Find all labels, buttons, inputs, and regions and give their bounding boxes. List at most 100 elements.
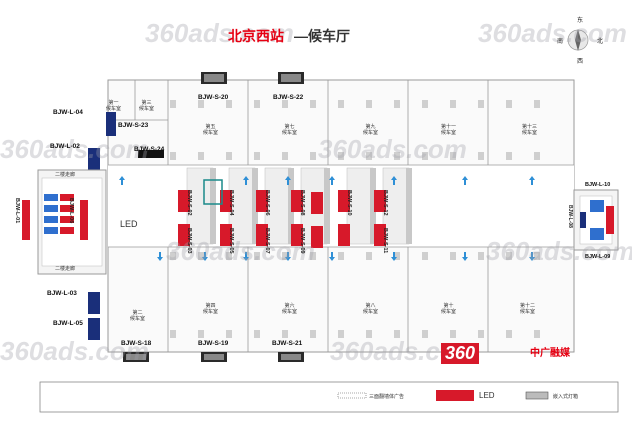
highlight-box: [203, 179, 223, 205]
page-subtitle: —候车厅: [294, 28, 350, 44]
lightbox-panel: [606, 206, 614, 234]
arrow-icon: [393, 252, 395, 257]
arrow-icon: [245, 252, 247, 257]
led-screen: [178, 224, 190, 246]
watermark: 360ads.com: [0, 336, 149, 366]
pillar: [478, 100, 484, 108]
led-screen: [338, 224, 350, 246]
room-label: 第三 候车室: [139, 100, 155, 112]
pillar: [394, 330, 400, 338]
arrow-icon: [331, 180, 333, 185]
pillar: [422, 152, 428, 160]
pillar: [338, 252, 344, 260]
lightbox-panel: [22, 200, 30, 240]
screen-label: BJW-S-03: [186, 228, 192, 254]
pillar: [282, 252, 288, 260]
pillar: [254, 252, 260, 260]
escalator: [44, 194, 58, 201]
screen-label: BJW-S-21: [272, 340, 303, 347]
lightbox-label: BJW-L-09: [585, 254, 611, 260]
arrow-icon: [159, 252, 161, 257]
pillar: [198, 252, 204, 260]
screen-inner: [281, 354, 301, 360]
pillar: [226, 330, 232, 338]
pillar: [198, 100, 204, 108]
pillar: [450, 152, 456, 160]
escalator: [590, 200, 604, 212]
screen-label: BJW-S-20: [198, 94, 229, 101]
pillar: [338, 152, 344, 160]
screen-label: BJW-S-08: [299, 190, 305, 216]
room-label: 第五 候车室: [203, 124, 219, 136]
led-screen: [291, 190, 303, 212]
screen-label: BJW-S-12: [382, 190, 388, 216]
arrow-icon: [243, 176, 249, 180]
brand-label: 中广融媒: [530, 348, 570, 359]
pillar: [198, 152, 204, 160]
arrow-icon: [243, 257, 249, 261]
escalator: [44, 227, 58, 234]
pillar: [450, 100, 456, 108]
compass-south: 西: [577, 59, 584, 65]
column-bay: [264, 167, 292, 245]
arrow-icon: [464, 180, 466, 185]
pillar: [450, 330, 456, 338]
arrow-icon: [331, 252, 333, 257]
escalator: [60, 216, 74, 223]
room-label: 第四 候车室: [203, 303, 219, 315]
arrow-icon: [529, 176, 535, 180]
screen-inner: [204, 74, 224, 82]
lightbox-panel: [88, 148, 100, 170]
lightbox-panel: [88, 292, 100, 314]
pillar: [534, 152, 540, 160]
legend-swatch-lightbox: [525, 391, 549, 400]
screen-inner: [281, 74, 301, 82]
pillar: [226, 100, 232, 108]
watermark: 360ads.com: [145, 18, 294, 48]
column-divider: [370, 168, 376, 244]
screen-label: BJW-S-07: [264, 228, 270, 254]
led-screen: [374, 224, 386, 246]
lightbox-panel: [80, 200, 88, 240]
watermark: 360ads.com: [478, 18, 627, 48]
legend-label-flip: 三面翻墙体广告: [369, 394, 405, 400]
pillar: [170, 252, 176, 260]
lightbox-label: BJW-L-06: [68, 198, 74, 224]
led-screen: [311, 192, 323, 214]
escalator: [44, 216, 58, 223]
room-label: 第十 候车室: [441, 303, 457, 315]
pillar: [506, 100, 512, 108]
column-divider: [324, 168, 330, 244]
column-divider: [210, 168, 216, 244]
lightbox-panel: [106, 112, 116, 136]
screen-label: BJW-S-24: [134, 146, 165, 153]
compass-needle-icon: [575, 29, 581, 51]
compass-north: 东: [577, 18, 584, 24]
lightbox-panel: [580, 212, 586, 228]
lightbox-panel: [88, 318, 100, 340]
legend-label-led: LED: [479, 391, 495, 400]
pillar: [534, 330, 540, 338]
watermark: 360ads.com: [318, 134, 467, 164]
arrow-icon: [285, 257, 291, 261]
lightbox-label: BJW-L-10: [585, 182, 611, 188]
pillar: [254, 330, 260, 338]
screen-label: BJW-S-22: [273, 94, 304, 101]
escalator: [590, 228, 604, 240]
pillar: [534, 100, 540, 108]
legend-swatch-flip: [337, 392, 367, 399]
arrow-icon: [119, 176, 125, 180]
arrow-icon: [202, 257, 208, 261]
screen-inner: [126, 354, 146, 360]
arrow-icon: [393, 180, 395, 185]
pillar: [254, 152, 260, 160]
pillar: [478, 330, 484, 338]
pillar: [226, 152, 232, 160]
pillar: [282, 100, 288, 108]
pillar: [366, 252, 372, 260]
pillar: [310, 152, 316, 160]
pillar: [506, 252, 512, 260]
led-screen: [220, 224, 232, 246]
pillar: [394, 152, 400, 160]
